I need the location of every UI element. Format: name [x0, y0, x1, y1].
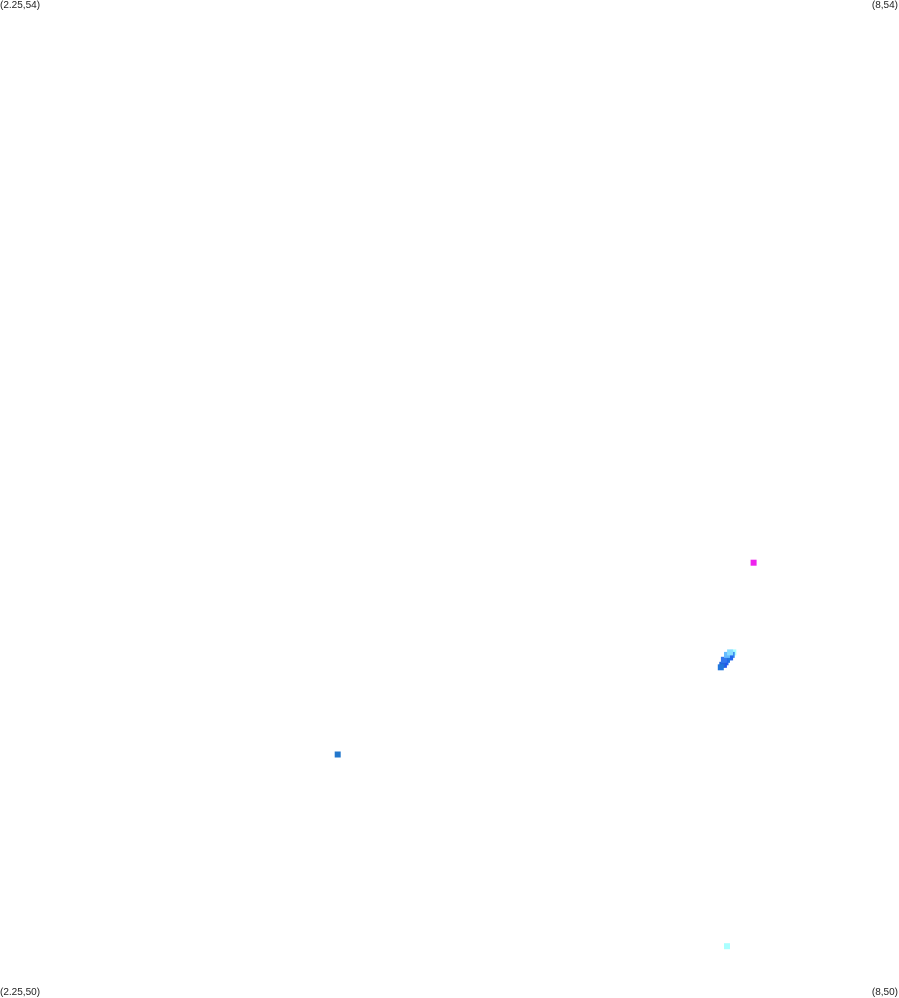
data-point-14 — [724, 943, 730, 950]
corner-label-top-left: (2.25,54) — [0, 0, 41, 11]
data-point-10 — [720, 656, 727, 663]
data-point-11 — [724, 651, 730, 658]
corner-label-top-right: (8,54) — [871, 0, 898, 11]
data-point-9 — [717, 664, 724, 671]
data-point-12 — [727, 649, 734, 656]
corner-label-bottom-left: (2.25,50) — [0, 987, 41, 998]
data-point-0 — [750, 559, 757, 566]
corner-label-bottom-right: (8,50) — [871, 987, 898, 998]
data-point-13 — [334, 751, 341, 758]
